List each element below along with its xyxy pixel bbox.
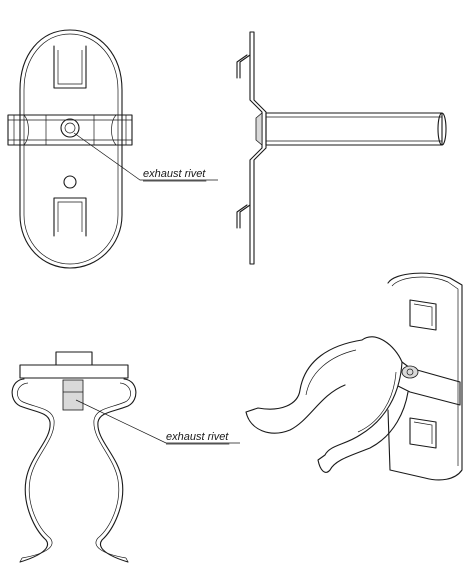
exhaust-rivet-clip	[62, 379, 84, 411]
clip-inner-contour	[17, 382, 131, 559]
clip-view: exhaust rivet	[11, 351, 240, 563]
iso-clip-left-arm	[245, 339, 363, 434]
rivet-shaft-end	[437, 112, 447, 146]
iso-band	[361, 336, 461, 406]
exhaust-rivet-front	[60, 118, 80, 138]
side-plate	[249, 31, 267, 265]
front-plate-outline	[19, 29, 123, 269]
upper-slot	[53, 45, 87, 89]
lower-slot	[53, 197, 87, 237]
iso-lower-slot	[409, 417, 437, 449]
clip-outer-contour	[11, 378, 137, 563]
center-hole	[63, 175, 77, 189]
clip-leader-line	[75, 399, 240, 444]
rivet-shaft	[265, 112, 443, 146]
clip-band	[7, 114, 133, 146]
front-rivet-label: exhaust rivet	[143, 168, 206, 180]
isometric-view	[245, 272, 463, 481]
iso-rivet	[401, 365, 419, 379]
iso-plate	[387, 272, 463, 481]
clip-rivet-label: exhaust rivet	[166, 431, 229, 443]
front-leader-line	[73, 132, 218, 181]
lower-hook	[236, 204, 251, 229]
rivet-head-side	[255, 112, 263, 146]
iso-clip-right-arm	[317, 361, 409, 473]
backplate-top	[55, 351, 93, 366]
backplate	[19, 364, 129, 379]
iso-upper-slot	[409, 299, 437, 331]
front-plate-inner-outline	[23, 33, 119, 265]
side-view	[236, 31, 447, 265]
upper-hook	[236, 54, 251, 79]
front-view: exhaust rivet	[7, 29, 218, 269]
